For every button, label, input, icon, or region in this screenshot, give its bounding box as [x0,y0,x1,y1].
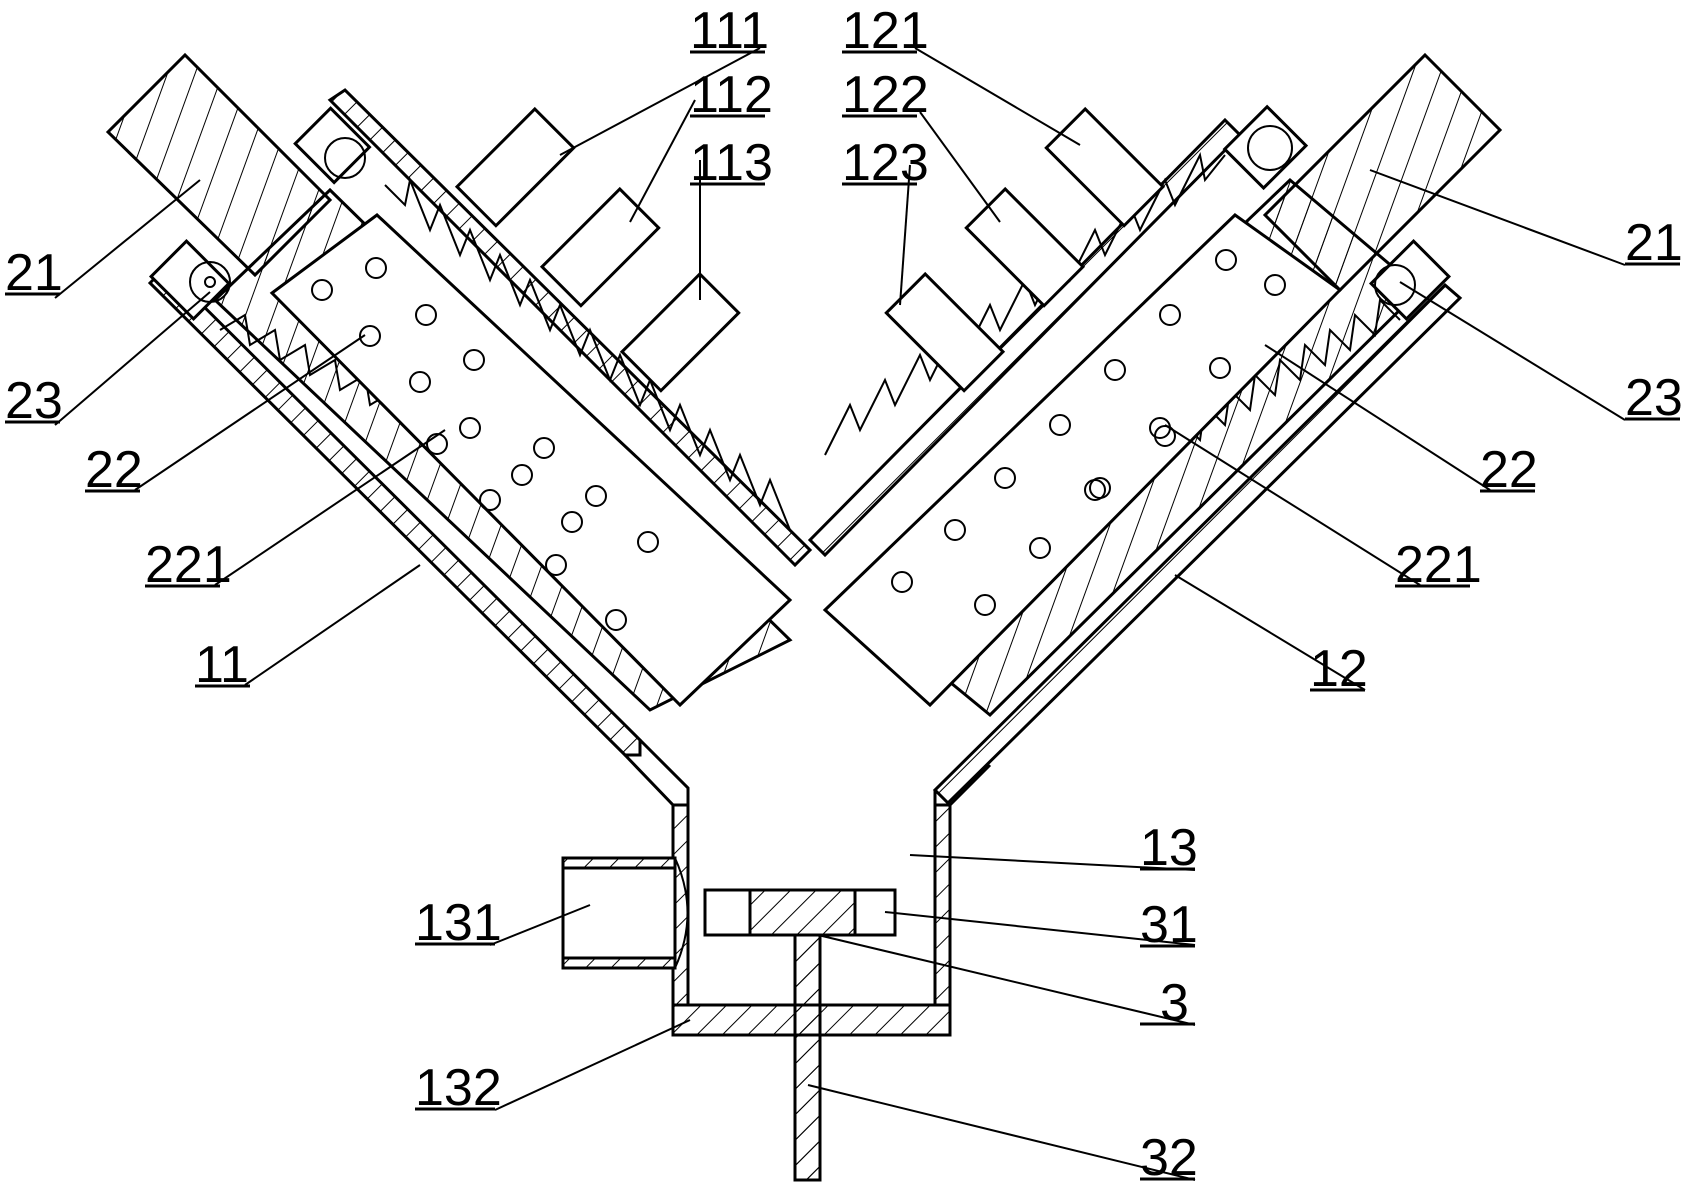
left-drum-holes-221 [311,257,659,631]
label-123: 123 [842,134,929,192]
hopper-right-wall-thick [933,803,952,1007]
label-111: 111 [690,2,769,60]
outlet-pipe-131-bottom-wall [561,956,677,970]
hopper-13 [561,738,992,1182]
label-132: 132 [415,1059,502,1117]
label-12: 12 [1310,640,1368,698]
label-121: 121 [842,2,929,60]
left-inlet-112 [539,186,661,308]
label-3: 3 [1160,974,1189,1032]
left-bearing-23-center [204,276,216,288]
right-inlet-121 [1044,106,1166,228]
right-bearing-23-bottom [1368,238,1452,322]
label-21-left: 21 [5,244,63,302]
label-131: 131 [415,894,502,952]
right-inlet-123 [884,271,1006,393]
right-bearing-23-top [1222,104,1309,191]
label-112: 112 [690,66,773,124]
left-serration-upper [384,176,791,531]
label-31: 31 [1140,896,1198,954]
scraper-shaft-32 [793,933,822,1182]
label-13: 13 [1140,819,1198,877]
left-inlet-111 [454,106,576,228]
label-22-left: 22 [85,441,143,499]
right-housing-upper-wall [807,117,1243,558]
left-bearing-23-top-roller [324,137,366,179]
label-221-right: 221 [1395,536,1482,594]
right-housing-wall [932,282,1463,806]
left-arm-assembly [105,52,813,757]
label-23-left: 23 [5,372,63,430]
part-labels: 111 112 113 121 122 123 21 21 23 23 22 2… [5,2,1682,1187]
right-arm-assembly [807,52,1503,806]
right-drum-22 [822,213,1343,708]
label-113: 113 [690,134,773,192]
label-22-right: 22 [1480,441,1538,499]
left-drum-22 [269,213,793,708]
outlet-pipe-131 [561,856,677,970]
label-11: 11 [195,636,249,694]
right-inlet-122 [964,186,1086,308]
label-32: 32 [1140,1129,1198,1187]
left-bearing-23-roller [189,261,231,303]
label-122: 122 [842,66,929,124]
outlet-pipe-131-arc [674,857,689,969]
label-221-left: 221 [145,536,232,594]
outlet-pipe-131-top-wall [561,856,677,870]
right-bearing-23-top-roller [1247,125,1293,171]
left-bearing-23-top [293,106,372,185]
right-bearing-23-bottom-roller [1374,264,1416,306]
label-23-right: 23 [1625,369,1682,427]
left-inlet-113 [619,271,741,393]
label-21-right: 21 [1625,214,1682,272]
